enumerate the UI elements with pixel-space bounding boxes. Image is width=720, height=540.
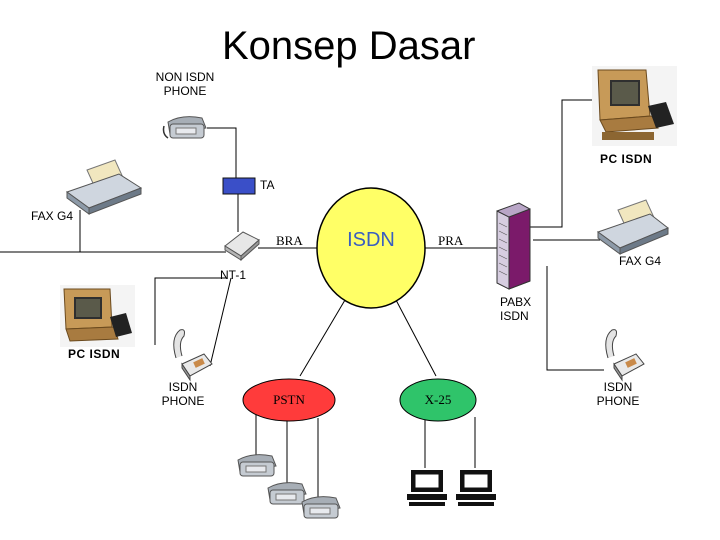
nt1-box-icon [224, 231, 260, 262]
line-nt1-to-pc-left [154, 277, 226, 345]
page-title: Konsep Dasar [222, 24, 476, 68]
pabx-cabinet-icon [496, 202, 531, 290]
isdn-phone-left-label: ISDN PHONE [161, 380, 205, 408]
non-isdn-phone-label: NON ISDN PHONE [155, 70, 215, 98]
line-pstn-phone3 [317, 418, 340, 509]
phone-icon [237, 454, 277, 477]
x25-label: X-25 [424, 392, 452, 407]
pc-isdn-left-label: PC ISDN [68, 347, 121, 361]
isdn-phone-icon [605, 329, 645, 382]
pc-isdn-right-label: PC ISDN [600, 152, 653, 166]
ta-adapter-icon [222, 177, 256, 195]
fax-left-label: FAX G4 [31, 209, 74, 223]
line-isdn-to-pstn [299, 299, 346, 377]
line-nt1-to-isdn-phone-left [209, 277, 232, 367]
phone-icon [301, 496, 341, 519]
bra-label: BRA [276, 233, 303, 248]
isdn-cloud [316, 187, 426, 309]
nt1-label: NT-1 [220, 268, 247, 282]
pabx-label: PABX ISDN [500, 295, 532, 323]
terminal-icon [407, 470, 447, 506]
line-pabx-to-pc-right [529, 99, 592, 228]
x25-network [399, 378, 477, 422]
computer-icon [592, 66, 677, 146]
ta-label: TA [260, 178, 275, 192]
phone-icon [162, 116, 207, 139]
pstn-label: PSTN [273, 392, 305, 407]
pstn-network [242, 378, 336, 422]
fax-right-label: FAX G4 [619, 254, 662, 268]
isdn-phone-right-label: ISDN PHONE [596, 380, 640, 408]
fax-icon [596, 199, 669, 255]
line-pabx-to-isdn-phone-right [546, 266, 604, 371]
line-isdn-to-x25 [395, 299, 437, 377]
isdn-cloud-label: ISDN [347, 229, 395, 251]
phone-icon [267, 482, 307, 505]
line-nonisdn-to-ta [207, 127, 237, 178]
fax-icon [65, 159, 143, 215]
isdn-phone-icon [173, 329, 213, 382]
computer-icon [60, 285, 135, 347]
pra-label: PRA [438, 233, 464, 248]
terminal-icon [456, 470, 496, 506]
